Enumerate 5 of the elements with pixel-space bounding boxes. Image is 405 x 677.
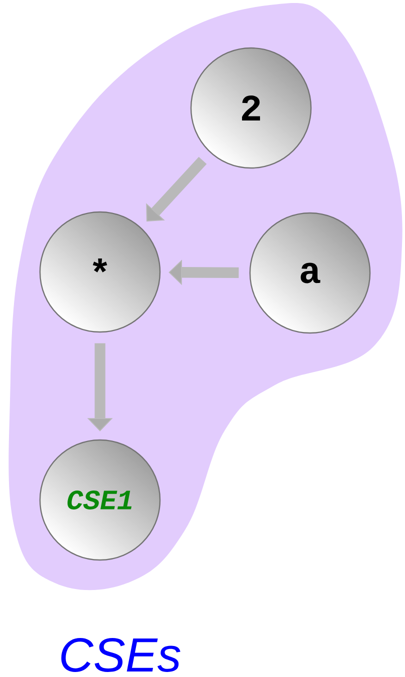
circle-node: CSE1 bbox=[39, 439, 161, 561]
circle-node: * bbox=[39, 211, 161, 333]
circle-node: a bbox=[249, 212, 371, 334]
region-label: CSEs bbox=[61, 638, 180, 672]
circle-node: 2 bbox=[190, 47, 312, 169]
